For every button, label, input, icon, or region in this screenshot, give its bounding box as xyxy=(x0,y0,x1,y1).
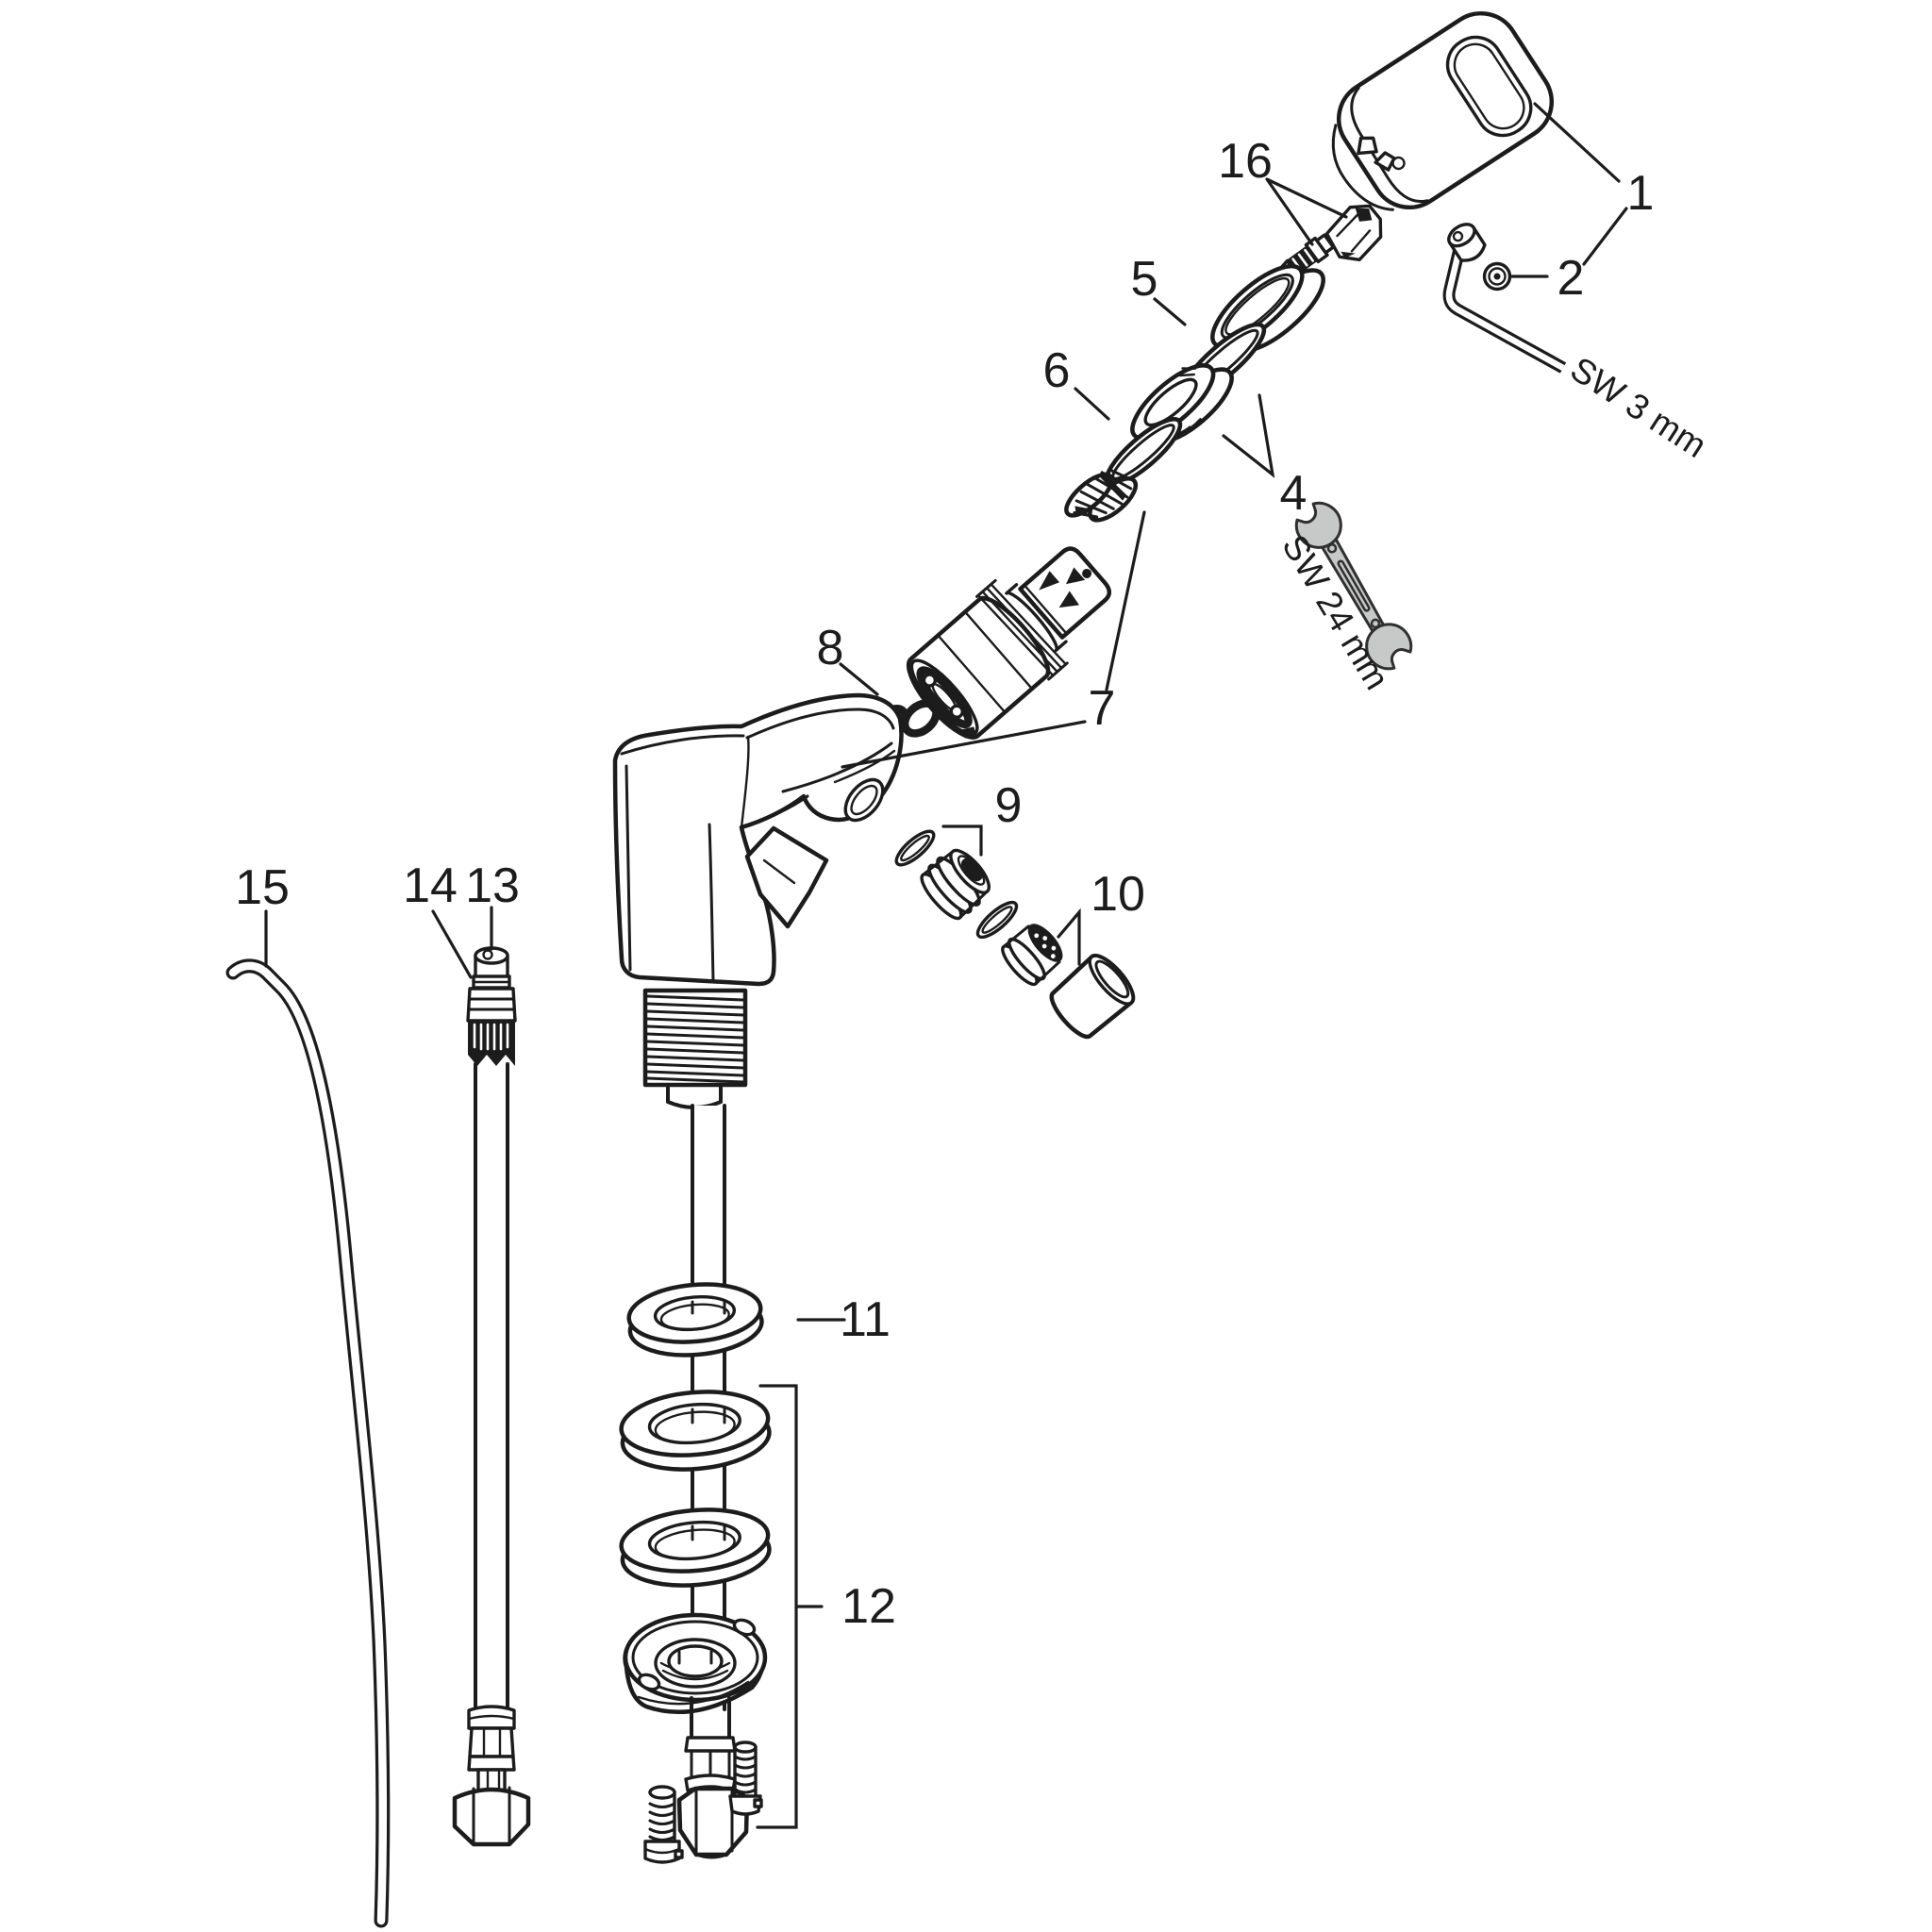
part-label-14: 14 xyxy=(403,858,458,913)
bent-tube xyxy=(225,958,391,1928)
aerator-body xyxy=(920,848,991,921)
mounting-flange xyxy=(623,1612,768,1715)
mounting-stud-left xyxy=(643,1785,684,1864)
leader-lines xyxy=(264,102,1628,1829)
spout-eye-hole xyxy=(843,777,885,823)
supply-hose xyxy=(452,946,531,1847)
part-label-2: 2 xyxy=(1557,251,1585,306)
part-label-8: 8 xyxy=(817,621,844,675)
allen-key-size-label: SW 3 mm xyxy=(1564,349,1714,465)
leader-4 xyxy=(1222,393,1275,478)
part-label-6: 6 xyxy=(1043,343,1071,398)
part-labels: 1 2 4 5 6 7 8 9 10 11 12 13 14 15 16 xyxy=(235,134,1654,1634)
washer-12a xyxy=(619,1390,772,1472)
leader-8 xyxy=(839,662,879,696)
handle-part xyxy=(1331,10,1555,211)
part-label-1: 1 xyxy=(1627,166,1655,221)
part-label-16: 16 xyxy=(1218,134,1273,189)
leader-1b xyxy=(1582,207,1628,266)
hose-knurl xyxy=(468,1022,515,1066)
handle-hole xyxy=(1445,35,1533,138)
part-label-11: 11 xyxy=(840,1292,891,1347)
cartridge xyxy=(906,546,1112,740)
part-label-9: 9 xyxy=(995,778,1023,833)
faucet-body xyxy=(612,692,904,1109)
aerator-o-ring-b xyxy=(975,900,1019,940)
leader-6 xyxy=(1074,387,1110,421)
mounting-stud-right xyxy=(728,1740,763,1816)
aerator-insert xyxy=(1001,924,1063,987)
hose-collar-14 xyxy=(466,987,517,1023)
hose-plug-13 xyxy=(472,946,511,990)
leader-14 xyxy=(431,909,473,979)
wrench-tool xyxy=(1294,501,1413,671)
washer-12b xyxy=(619,1507,772,1588)
shank-lower-column xyxy=(676,1696,750,1859)
washer-11 xyxy=(626,1282,764,1357)
leader-5 xyxy=(1153,297,1187,326)
aerator-o-ring-a xyxy=(894,829,936,867)
bracket-12 xyxy=(756,1384,824,1829)
part-label-7: 7 xyxy=(1089,681,1116,736)
handle-plug xyxy=(1447,223,1487,262)
part-label-15: 15 xyxy=(235,860,290,915)
part-label-12: 12 xyxy=(841,1579,896,1634)
leader-7 xyxy=(841,510,1146,769)
hose-hex-nut xyxy=(452,1786,531,1847)
leader-1a xyxy=(1533,102,1621,183)
part-label-5: 5 xyxy=(1131,252,1158,307)
allen-key-tool xyxy=(1442,231,1567,374)
aerator-sleeve xyxy=(1049,953,1136,1040)
leader-9 xyxy=(941,824,983,857)
part-label-13: 13 xyxy=(465,858,520,913)
grub-screw xyxy=(1482,261,1512,291)
leader-16 xyxy=(1265,177,1348,246)
part-label-4: 4 xyxy=(1280,466,1307,521)
handle-lever-clip xyxy=(1324,204,1383,262)
knurled-adapter xyxy=(1064,469,1139,523)
leader-10 xyxy=(1057,908,1081,966)
part-label-10: 10 xyxy=(1091,867,1145,922)
